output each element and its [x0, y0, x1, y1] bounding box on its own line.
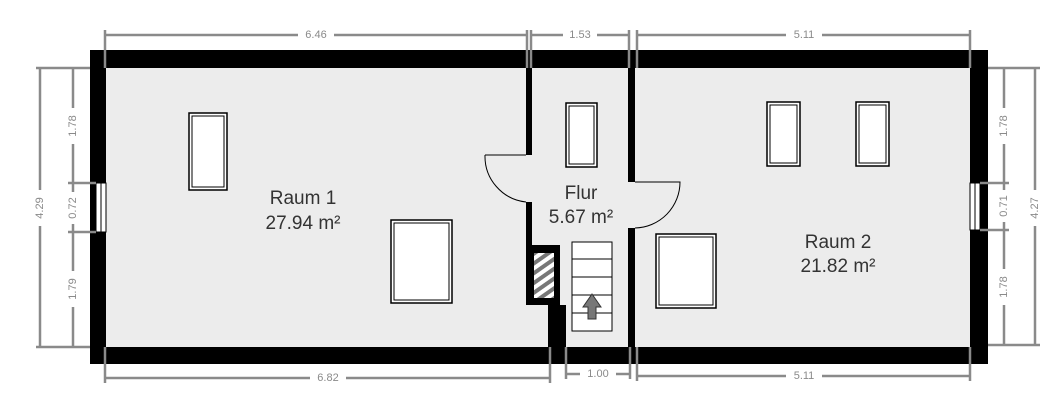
staircase — [571, 241, 613, 332]
door-raum2[interactable] — [634, 181, 681, 229]
door-raum1[interactable] — [484, 154, 527, 203]
window-left — [95, 182, 107, 233]
room-name: Flur — [565, 183, 598, 204]
dim-right-3: 1.78 — [998, 276, 1010, 297]
dim-bottom-flur: 1.00 — [587, 368, 608, 380]
room-name: Raum 2 — [805, 232, 872, 253]
floor-area — [106, 68, 970, 347]
wall-bottom — [90, 347, 988, 364]
dim-top-flur: 1.53 — [569, 29, 590, 41]
skylight — [188, 112, 228, 191]
skylight — [390, 219, 453, 304]
wall-partition-1-lower — [526, 202, 532, 247]
room-name: Raum 1 — [270, 188, 337, 209]
dim-left-1: 1.78 — [67, 115, 79, 136]
room-area: 21.82 m² — [801, 256, 876, 277]
chimney-hatch — [534, 253, 554, 298]
dimension-labels: 6.46 1.53 5.11 6.82 1.00 5.11 4.29 1.78 … — [33, 28, 1042, 385]
dim-right-1: 1.78 — [998, 115, 1010, 136]
dim-left-2: 0.72 — [67, 197, 79, 218]
skylight — [565, 102, 598, 168]
wall-top — [90, 50, 988, 68]
dim-right-total: 4.27 — [1029, 197, 1041, 218]
room-area: 5.67 m² — [549, 207, 613, 228]
stairs-up-arrow-icon — [582, 293, 602, 320]
dim-bottom-raum2: 5.11 — [794, 370, 815, 382]
skylight — [766, 101, 801, 167]
window-right — [969, 182, 981, 231]
wall-partition-1-stub — [548, 305, 566, 364]
wall-partition-1-upper — [526, 68, 532, 155]
dim-right-2: 0.71 — [998, 195, 1010, 216]
wall-partition-2-lower — [628, 228, 635, 347]
dim-top-raum2: 5.11 — [794, 29, 815, 41]
room-area: 27.94 m² — [266, 213, 341, 234]
wall-partition-2-upper — [628, 68, 635, 182]
dim-left-total: 4.29 — [34, 197, 46, 218]
dim-left-3: 1.79 — [67, 278, 79, 299]
dim-bottom-raum1: 6.82 — [317, 372, 338, 384]
skylight — [655, 233, 717, 309]
dim-top-raum1: 6.46 — [305, 29, 326, 41]
skylight — [855, 101, 890, 167]
